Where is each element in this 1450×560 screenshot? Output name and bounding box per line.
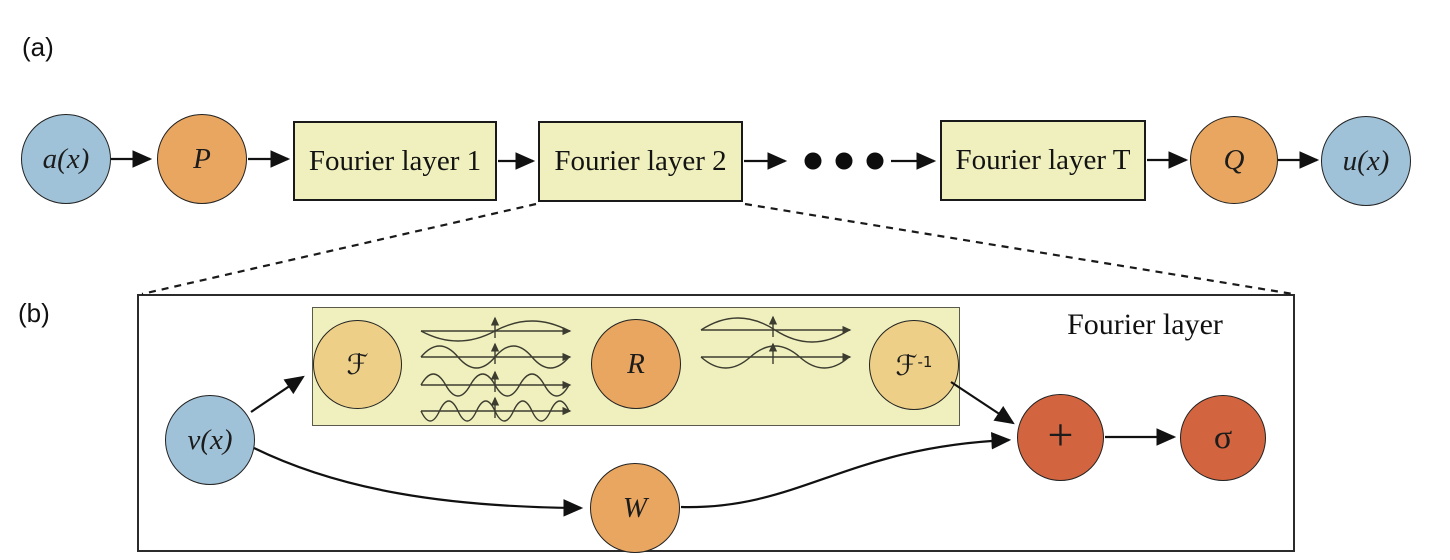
fourier-layer-2-label: Fourier layer 2 (554, 145, 727, 177)
local-transform-w-label: W (622, 491, 648, 524)
input-node-v-label: v(x) (187, 423, 233, 456)
lifting-node-p: P (157, 114, 247, 204)
fourier-layer-t-label: Fourier layer T (955, 144, 1131, 176)
lifting-node-p-label: P (193, 142, 211, 175)
fourier-layer-t-box: Fourier layer T (940, 120, 1146, 201)
fourier-transform-label: ℱ (346, 348, 369, 381)
fourier-layer-1-label: Fourier layer 1 (308, 144, 482, 177)
fourier-layer-1-box: Fourier layer 1 (293, 121, 497, 201)
input-node-v: v(x) (165, 395, 255, 485)
fourier-layer-detail-box (137, 294, 1295, 552)
input-node-a: a(x) (21, 114, 111, 204)
activation-node-sigma: σ (1180, 395, 1266, 481)
inverse-fourier-label: ℱ-1 (895, 348, 933, 382)
projection-node-q: Q (1190, 116, 1278, 204)
panel-a-label: (a) (22, 32, 54, 62)
fourier-transform-node: ℱ (313, 320, 402, 409)
fourier-layer-2-box: Fourier layer 2 (538, 121, 743, 202)
output-node-u-label: u(x) (1342, 144, 1390, 177)
callout-dash-right (744, 202, 1294, 296)
sum-node-label: + (1047, 408, 1074, 460)
linear-transform-node-r: R (591, 319, 681, 409)
inverse-fourier-node: ℱ-1 (869, 320, 959, 410)
inverse-fourier-exponent: -1 (917, 352, 933, 371)
projection-node-q-label: Q (1223, 143, 1245, 176)
input-node-a-label: a(x) (42, 142, 90, 175)
panel-b-label: (b) (18, 298, 50, 328)
callout-dash-left (141, 202, 537, 296)
output-node-u: u(x) (1321, 116, 1411, 206)
fourier-layer-detail-title: Fourier layer (1067, 308, 1223, 341)
linear-transform-r-label: R (627, 347, 645, 380)
activation-sigma-label: σ (1213, 419, 1233, 456)
ellipsis-dots (804, 152, 884, 170)
sum-node: + (1017, 394, 1104, 481)
local-transform-node-w: W (590, 463, 680, 553)
